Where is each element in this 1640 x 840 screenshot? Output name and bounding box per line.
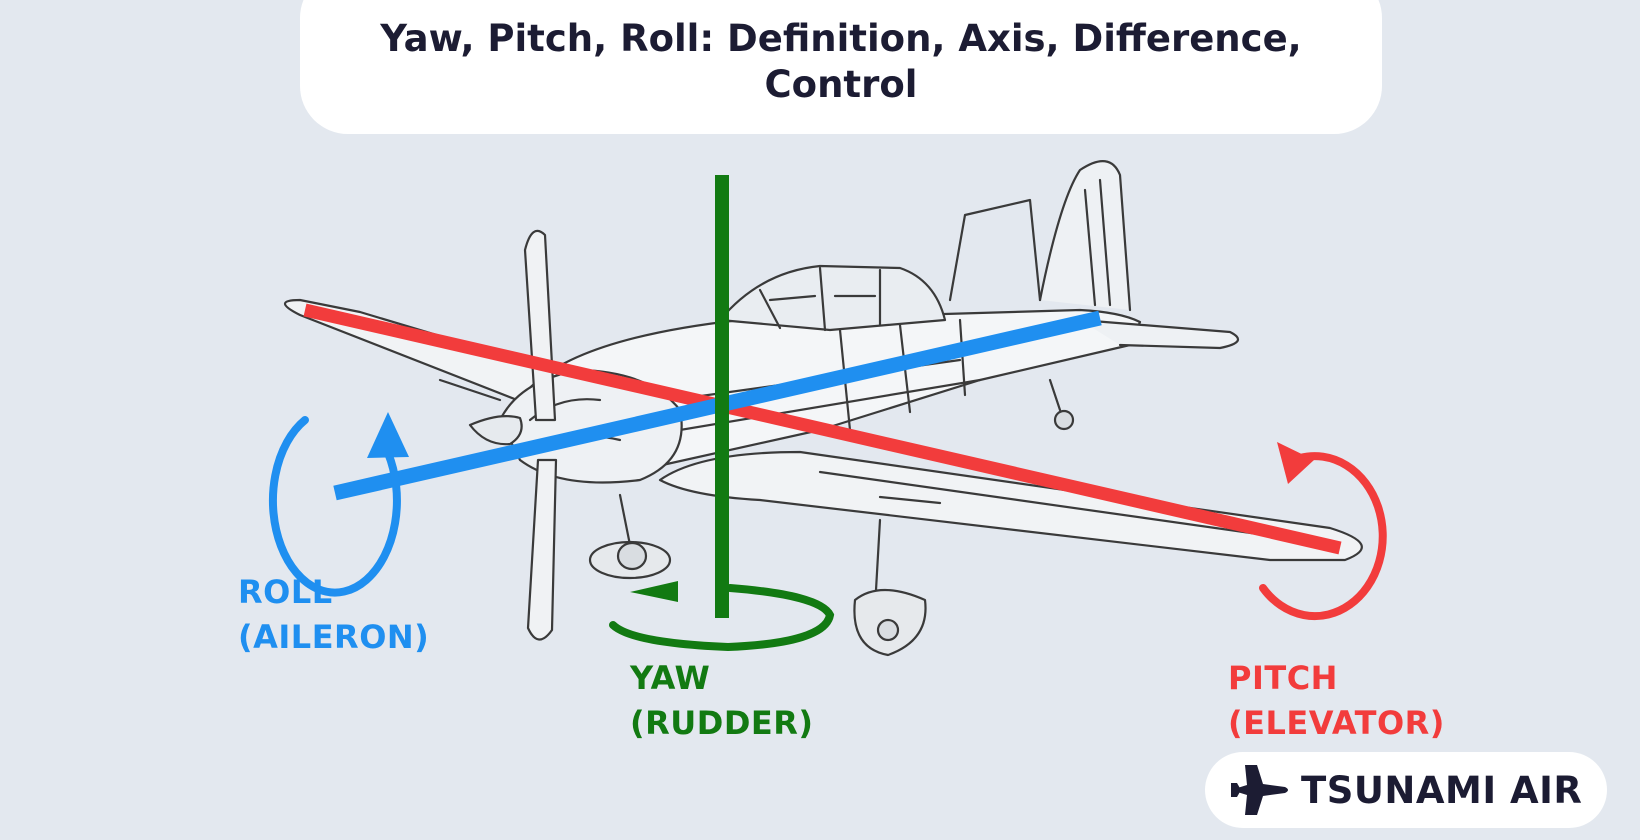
yaw-name: YAW: [630, 659, 711, 697]
pitch-name: PITCH: [1228, 659, 1338, 697]
roll-rotation-arrow: [268, 416, 401, 597]
roll-label: ROLL (AILERON): [238, 570, 429, 660]
brand-logo: TSUNAMI AIR: [1205, 752, 1607, 828]
yaw-label: YAW (RUDDER): [630, 656, 814, 746]
yaw-arrowhead-icon: [630, 581, 678, 602]
pitch-arrowhead-icon: [1277, 442, 1314, 484]
jet-icon: [1231, 765, 1288, 815]
airplane-illustration: [283, 160, 1363, 657]
title-card: Yaw, Pitch, Roll: Definition, Axis, Diff…: [300, 0, 1382, 134]
pitch-control: (ELEVATOR): [1228, 704, 1445, 742]
roll-arrowhead-icon: [367, 412, 409, 458]
pitch-label: PITCH (ELEVATOR): [1228, 656, 1445, 746]
page-title: Yaw, Pitch, Roll: Definition, Axis, Diff…: [380, 17, 1302, 106]
yaw-rotation-arrow: [609, 584, 835, 652]
roll-control: (AILERON): [238, 618, 430, 656]
roll-name: ROLL: [238, 573, 333, 611]
yaw-control: (RUDDER): [630, 704, 814, 742]
pitch-rotation-arrow: [1259, 452, 1387, 621]
logo-text: TSUNAMI AIR: [1301, 768, 1583, 812]
pitch-axis-line: [303, 303, 1342, 555]
